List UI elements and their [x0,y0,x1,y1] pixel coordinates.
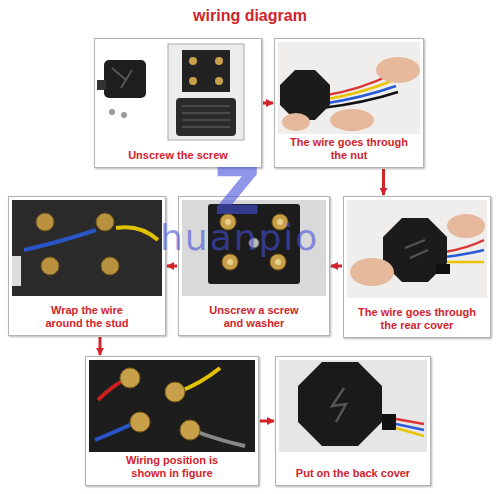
photo-back-cover-part [298,362,382,446]
photo-screw-washer-part [275,259,281,265]
photo-wiring-position-part [165,382,185,402]
photo-unscrew-screw-part [176,98,236,136]
photo-unscrew-screw-part [182,50,230,92]
watermark: huanpio [160,220,319,256]
photo-unscrew-screw-part [168,44,244,140]
photo-wire-through-nut-part [322,92,398,108]
photo-wiring-position-part [120,368,140,388]
photo-wrap-stud-part [12,256,21,286]
photo-back-cover-part [382,414,396,430]
photo-back-cover-part [396,428,424,436]
photo-wrap-stud-part [96,213,114,231]
photo-wiring-position-part [95,422,136,440]
flow-arrow [331,265,342,268]
photo-unscrew-screw-part [104,60,146,98]
photo-wire-through-nut [278,42,420,134]
flow-arrow [99,337,102,355]
photo-wrap-stud-part [12,200,162,296]
photo-unscrew-screw-part [121,112,127,118]
photo-back-cover-part [332,388,346,422]
photo-unscrew-screw [97,44,244,140]
photo-unscrew-screw-part [109,109,115,115]
step-panel: Unscrew the screw [94,38,262,168]
photo-wire-through-cover-part [445,250,484,257]
flow-arrow [263,102,273,105]
photo-back-cover [279,360,427,452]
step-caption: Wrap the wire around the stud [38,304,137,330]
photo-wire-through-cover-part [405,240,428,258]
step-caption: Put on the back cover [294,467,412,480]
photo-wire-through-cover-part [445,261,484,264]
watermark: Z [214,160,260,224]
step-caption: Unscrew a screw and washer [200,304,309,330]
photo-wire-through-nut-part [376,57,420,83]
caption-stack: Wiring position is shown in figure [89,454,255,480]
diagram-title: wiring diagram [0,6,500,26]
photo-wire-through-nut-part [330,109,374,131]
photo-wrap-stud-part [36,213,54,231]
photo-back-cover-part [279,360,427,452]
photo-wrap-stud-part [101,257,119,275]
photo-unscrew-screw-part [189,77,197,85]
photo-unscrew-screw-part [97,80,106,90]
caption-stack: The wire goes through the rear cover [347,306,487,332]
photo-wire-through-nut-part [282,113,310,131]
caption-stack: Put on the back cover [279,467,427,480]
photo-wrap-stud-part [116,227,158,240]
step-panel: The wire goes through the rear cover [343,196,491,338]
caption-stack: Unscrew a screw and washer [182,304,326,330]
photo-wire-through-cover-part [347,200,487,298]
caption-stack: Wrap the wire around the stud [12,304,162,330]
photo-unscrew-screw-part [182,106,230,127]
photo-screw-washer-part [227,259,233,265]
caption-stack: The wire goes through the nut [278,136,420,162]
photo-wiring-position [89,360,255,452]
photo-wrap-stud [12,200,162,296]
photo-unscrew-screw-part [215,77,223,85]
photo-wire-through-nut-part [280,70,330,120]
step-panel: Wrap the wire around the stud [8,196,166,336]
photo-unscrew-screw-part [189,57,197,65]
photo-wire-through-nut-part [278,42,420,134]
photo-wiring-position-part [180,420,200,440]
photo-wire-through-cover [347,200,487,298]
photo-wire-through-cover-part [436,264,450,274]
photo-unscrew-screw-part [112,68,132,88]
photo-screw-washer-part [270,254,286,270]
step-panel: The wire goes through the nut [274,38,424,168]
flow-arrow [382,169,385,195]
photo-wrap-stud-part [24,230,96,250]
photo-wrap-stud-part [41,257,59,275]
photo-wiring-position-part [89,360,255,452]
photo-wire-through-cover-part [447,214,485,238]
step-panel: Wiring position is shown in figure [85,356,259,486]
step-caption: The wire goes through the rear cover [350,306,484,332]
step-panel: Put on the back cover [275,356,431,486]
photo-screw-washer-part [222,254,238,270]
step-caption: Wiring position is shown in figure [113,454,232,480]
photo-back-cover-part [396,419,424,424]
flow-arrow [167,265,177,268]
photo-wire-through-cover-part [350,258,394,286]
photo-unscrew-screw-part [215,57,223,65]
photo-wiring-position-part [130,412,150,432]
flow-arrow [260,420,274,423]
step-caption: The wire goes through the nut [282,136,416,162]
